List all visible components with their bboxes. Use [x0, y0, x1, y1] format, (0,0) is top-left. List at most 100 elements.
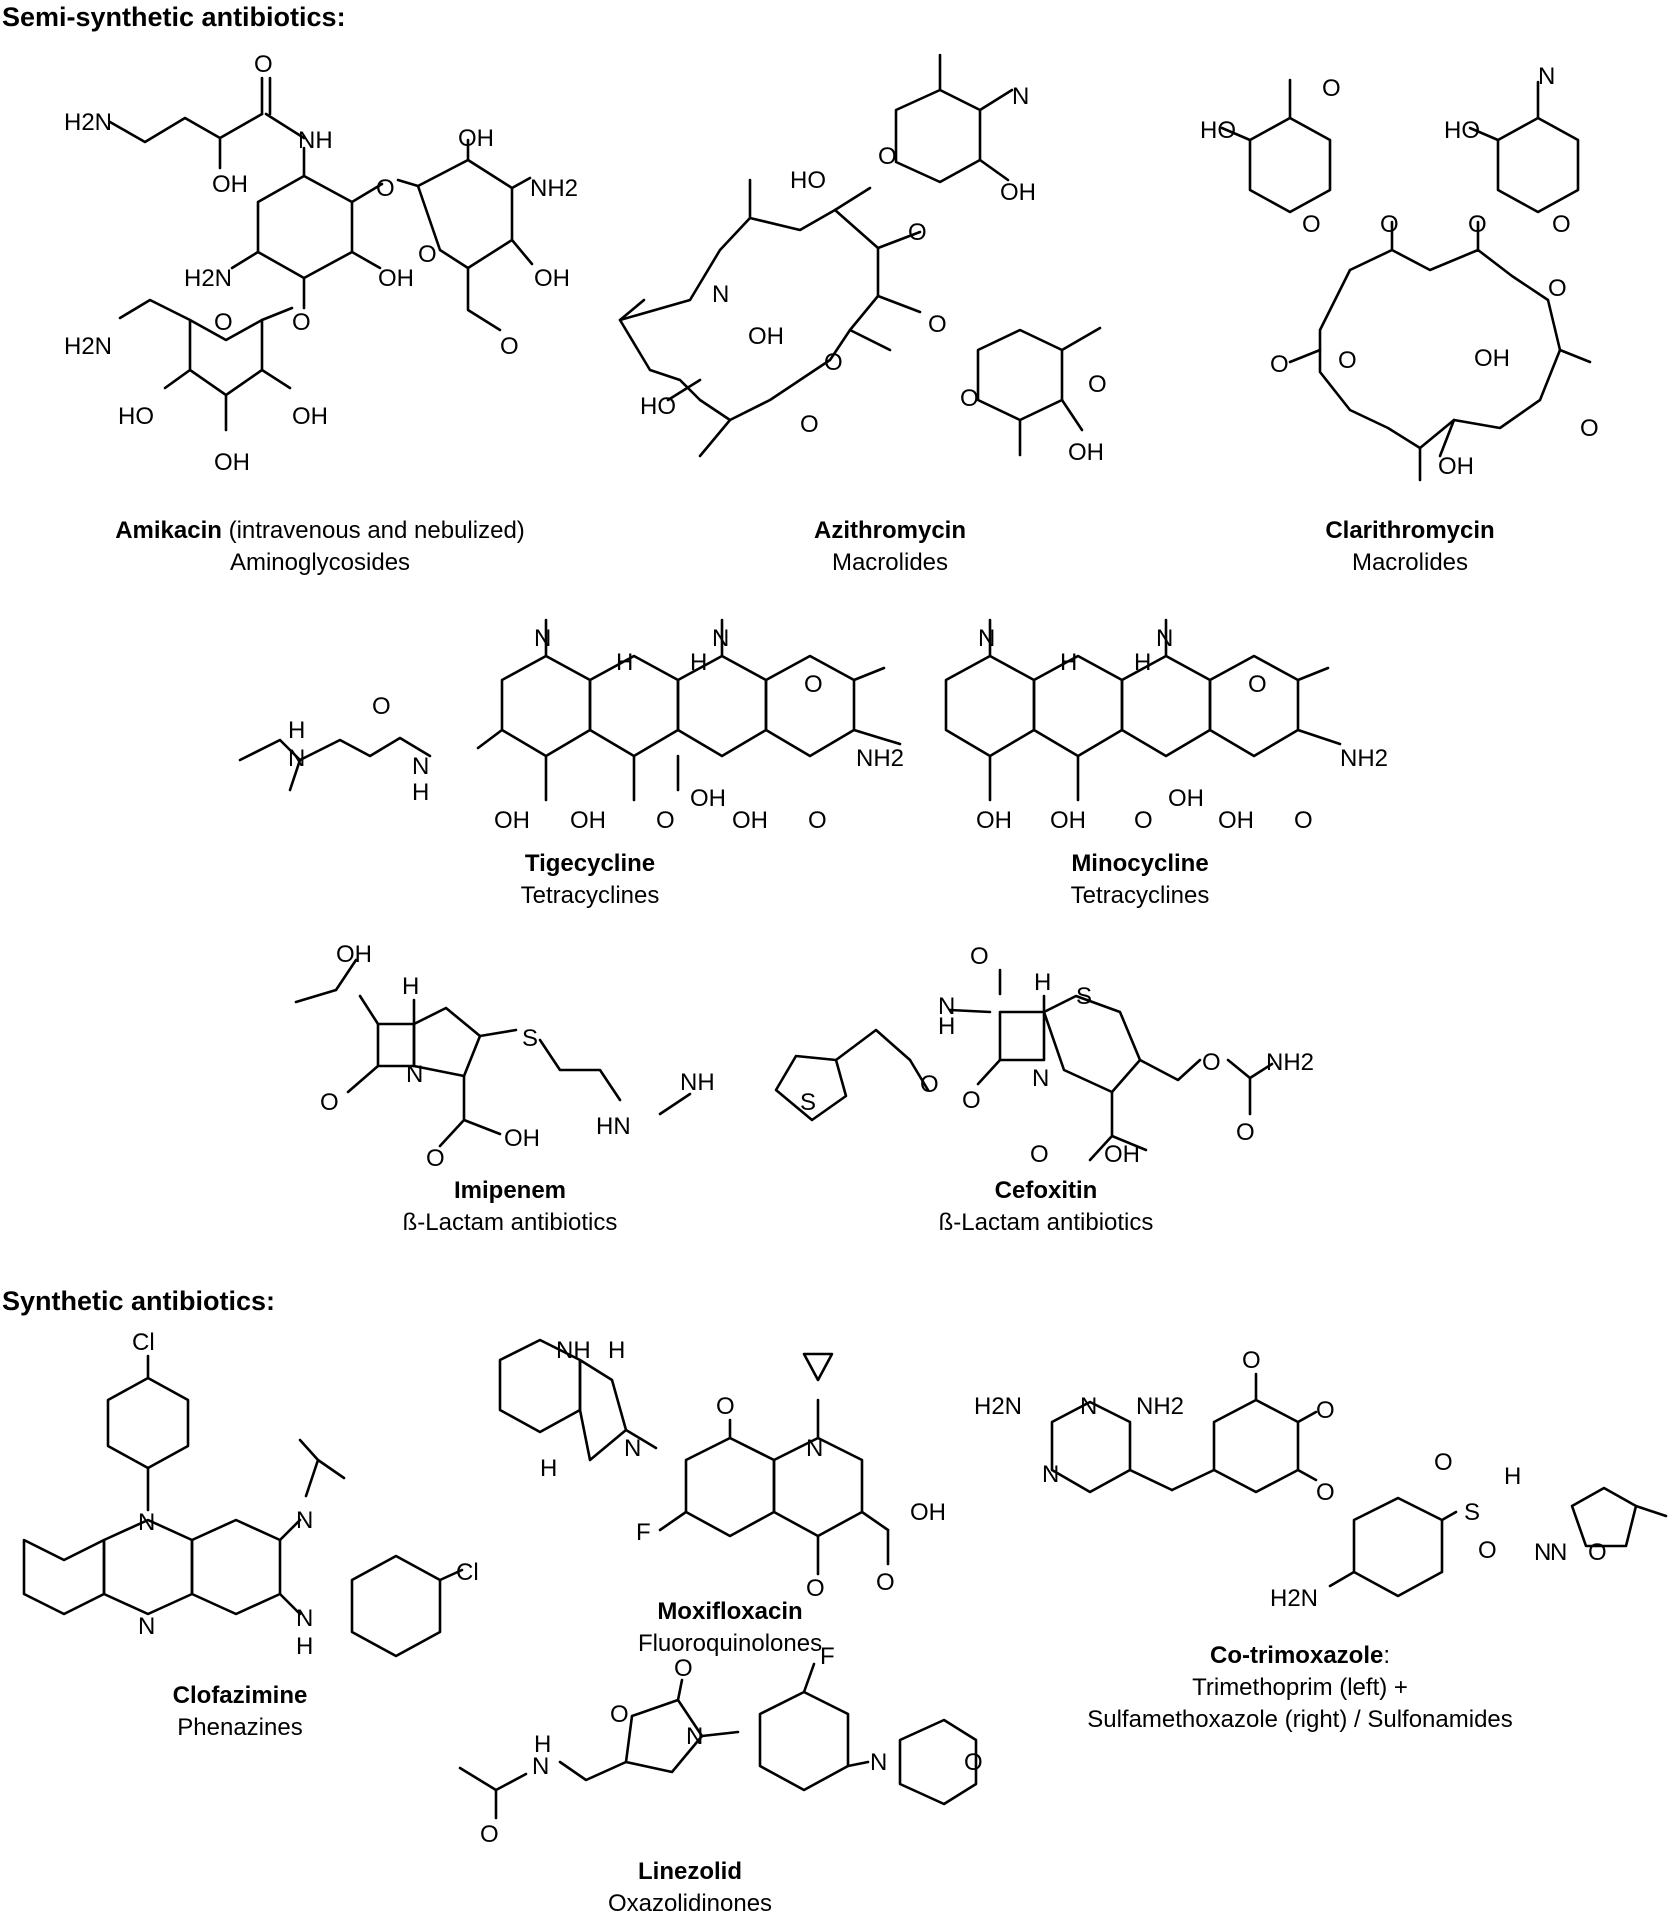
atom-label: H2N — [64, 109, 112, 136]
imipenem-atom-labels: OH H S O N NH HN O OH — [320, 941, 715, 1172]
compound-name: Co-trimoxazole — [1209, 1642, 1384, 1669]
atom-label: OH — [534, 265, 570, 292]
caption-tigecycline: Tigecycline Tetracyclines — [460, 848, 720, 912]
compound-class: Macrolides — [831, 549, 949, 576]
compound-class: ß-Lactam antibiotics — [402, 1209, 618, 1236]
compound-class-line-1: Trimethoprim (left) + — [1192, 1674, 1408, 1701]
atom-label: O — [1030, 1141, 1049, 1168]
imipenem-structure — [294, 958, 692, 1148]
atom-label: O — [1134, 807, 1153, 834]
caption-cotrimoxazole: Co-trimoxazole: Trimethoprim (left) + Su… — [1040, 1640, 1560, 1736]
atom-label: N — [712, 281, 729, 308]
compound-name-suffix: : — [1383, 1642, 1391, 1669]
atom-label: O — [962, 1087, 981, 1114]
atom-label: O — [808, 807, 827, 834]
atom-label: N — [870, 1749, 887, 1776]
atom-label: H — [534, 1731, 551, 1758]
atom-label: H — [296, 1633, 313, 1660]
atom-label: HO — [1200, 117, 1236, 144]
atom-label: N — [406, 1061, 423, 1088]
atom-label: HN — [596, 1113, 631, 1140]
compound-class: Tetracyclines — [520, 882, 660, 909]
atom-label: N — [138, 1613, 155, 1640]
atom-label: H2N — [1270, 1585, 1318, 1612]
compound-class: Oxazolidinones — [607, 1890, 773, 1917]
atom-label: OH — [212, 171, 248, 198]
caption-clofazimine: Clofazimine Phenazines — [110, 1680, 370, 1744]
clofazimine-structure — [22, 1354, 464, 1658]
atom-label: H — [1134, 649, 1151, 676]
compound-name: Clarithromycin — [1325, 517, 1495, 544]
compound-name: Linezolid — [638, 1858, 742, 1885]
clofazimine-atom-labels: Cl N N Cl N N H — [132, 1329, 479, 1660]
atom-label: O — [372, 693, 391, 720]
atom-label: OH — [336, 941, 372, 968]
cotrimoxazole-atom-labels: O H2N N NH2 O N O O S O H N H2N N O — [974, 1347, 1607, 1612]
atom-label: HO — [118, 403, 154, 430]
compound-name: Cefoxitin — [994, 1177, 1098, 1204]
atom-label: H — [616, 649, 633, 676]
amikacin-atom-labels: H2N O NH OH OH NH2 O O H2N OH O OH H2N O… — [64, 51, 578, 476]
linezolid-structure — [458, 1662, 978, 1820]
compound-name: Clofazimine — [172, 1682, 308, 1709]
atom-label: O — [960, 385, 979, 412]
atom-label: N — [686, 1723, 703, 1750]
atom-label: O — [1242, 1347, 1261, 1374]
atom-label: N — [296, 1507, 313, 1534]
atom-label: N — [978, 625, 995, 652]
minocycline-structure — [944, 618, 1342, 802]
atom-label: N — [938, 993, 955, 1020]
cotrimoxazole-structure — [1050, 1372, 1668, 1598]
compound-class: Macrolides — [1351, 549, 1469, 576]
atom-label: O — [876, 1569, 895, 1596]
minocycline-atom-labels: N N H H O OH OH O OH OH O NH2 — [976, 625, 1388, 834]
cefoxitin-atom-labels: O N H H S O S O N O NH2 O O OH — [800, 943, 1314, 1168]
compound-class: Aminoglycosides — [229, 549, 411, 576]
atom-label: H2N — [184, 265, 232, 292]
compound-name: Minocycline — [1071, 850, 1209, 877]
atom-label: N — [712, 625, 729, 652]
caption-minocycline: Minocycline Tetracyclines — [1010, 848, 1270, 912]
atom-label: O — [292, 309, 311, 336]
atom-label: S — [800, 1089, 816, 1116]
atom-label: OH — [494, 807, 530, 834]
atom-label: O — [674, 1655, 693, 1682]
atom-label: O — [1434, 1449, 1453, 1476]
atom-label: O — [878, 143, 897, 170]
caption-azithromycin: Azithromycin Macrolides — [760, 515, 1020, 579]
atom-label: H — [1504, 1463, 1521, 1490]
amikacin-structure — [108, 76, 534, 432]
atom-label: N — [1534, 1539, 1551, 1566]
atom-label: N — [1080, 1393, 1097, 1420]
atom-label: O — [964, 1749, 983, 1776]
atom-label: O — [254, 51, 273, 78]
atom-label: NH — [680, 1069, 715, 1096]
atom-label: NH2 — [856, 745, 904, 772]
clarithromycin-structure — [1220, 78, 1592, 482]
atom-label: NH2 — [1136, 1393, 1184, 1420]
atom-label: O — [376, 175, 395, 202]
atom-label: OH — [1218, 807, 1254, 834]
atom-label: H2N — [974, 1393, 1022, 1420]
atom-label: H — [412, 779, 429, 806]
atom-label: H — [1060, 649, 1077, 676]
compound-name: Imipenem — [453, 1177, 567, 1204]
atom-label: O — [800, 411, 819, 438]
section-title-synthetic: Synthetic antibiotics: — [2, 1286, 276, 1316]
atom-label: NH2 — [530, 175, 578, 202]
atom-label: O — [1202, 1049, 1221, 1076]
clarithromycin-atom-labels: O HO N HO O O O O O O O OH O OH — [1200, 63, 1599, 480]
atom-label: H — [938, 1013, 955, 1040]
atom-label: H — [288, 717, 305, 744]
atom-label: O — [1248, 671, 1267, 698]
atom-label: OH — [910, 1499, 946, 1526]
atom-label: N — [138, 1509, 155, 1536]
atom-label: O — [1552, 211, 1571, 238]
atom-label: O — [1236, 1119, 1255, 1146]
atom-label: Cl — [456, 1559, 479, 1586]
atom-label: HO — [1444, 117, 1480, 144]
atom-label: O — [1338, 347, 1357, 374]
atom-label: O — [970, 943, 989, 970]
atom-label: OH — [1068, 439, 1104, 466]
